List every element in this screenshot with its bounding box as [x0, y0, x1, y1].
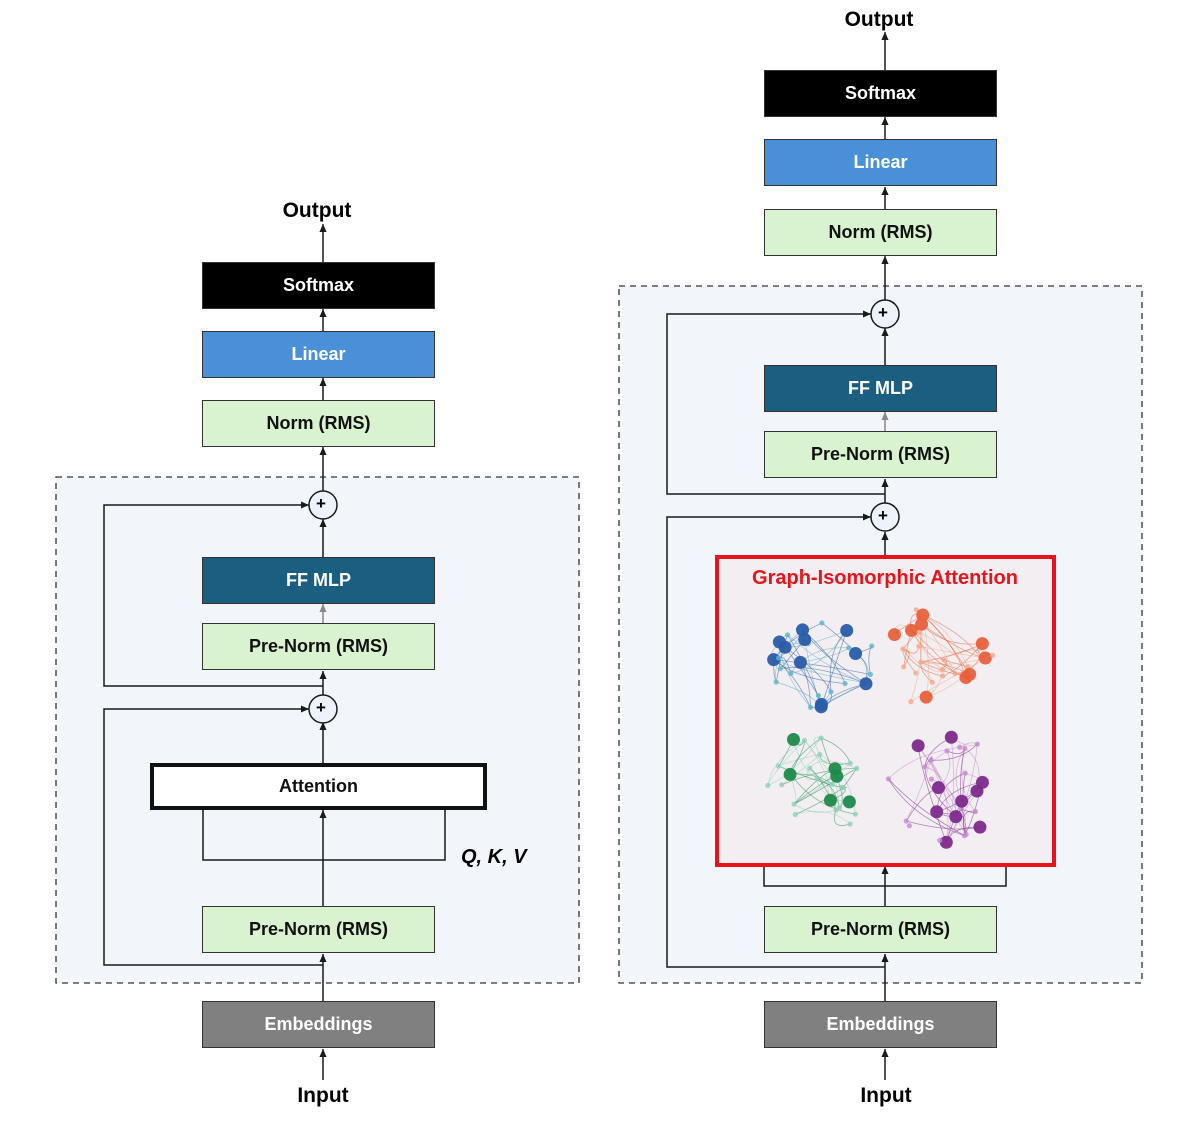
right-ff-mlp-block: FF MLP [764, 365, 997, 412]
left-norm-block: Norm (RMS) [202, 400, 435, 447]
graph-cluster-orange-icon [887, 607, 996, 705]
right-input-label: Input [860, 1084, 912, 1107]
right-embeddings-block: Embeddings [764, 1001, 997, 1048]
left-add-symbol-lower: + [316, 698, 326, 717]
left-embeddings-block: Embeddings [202, 1001, 435, 1048]
graph-cluster-green-icon [765, 732, 860, 827]
right-add-node-lower [870, 502, 900, 532]
right-main-path [666, 32, 1007, 1080]
right-add-symbol-lower: + [878, 506, 888, 525]
right-output-label: Output [844, 8, 914, 31]
graph-cluster-purple-icon [885, 730, 989, 849]
left-output-label: Output [282, 199, 352, 222]
right-norm-block: Norm (RMS) [764, 209, 997, 256]
left-qkv-label: Q, K, V [461, 846, 527, 868]
graph-attention-title: Graph-Isomorphic Attention [752, 567, 1018, 589]
left-linear-block: Linear [202, 331, 435, 378]
right-pre-norm-upper-block: Pre-Norm (RMS) [764, 431, 997, 478]
right-linear-block: Linear [764, 139, 997, 186]
left-ff-mlp-block: FF MLP [202, 557, 435, 604]
left-add-node-upper [308, 490, 338, 520]
left-softmax-block: Softmax [202, 262, 435, 309]
left-pre-norm-lower-block: Pre-Norm (RMS) [202, 906, 435, 953]
left-add-symbol-upper: + [316, 494, 326, 513]
left-attention-block: Attention [150, 763, 487, 810]
left-add-node-lower [308, 694, 338, 724]
right-softmax-block: Softmax [764, 70, 997, 117]
right-add-node-upper [870, 299, 900, 329]
graph-cluster-blue-icon [767, 620, 875, 714]
right-pre-norm-lower-block: Pre-Norm (RMS) [764, 906, 997, 953]
right-add-symbol-upper: + [878, 303, 888, 322]
graph-attention-box [715, 555, 1056, 867]
left-main-path [103, 224, 446, 1080]
left-pre-norm-upper-block: Pre-Norm (RMS) [202, 623, 435, 670]
left-input-label: Input [297, 1084, 349, 1107]
